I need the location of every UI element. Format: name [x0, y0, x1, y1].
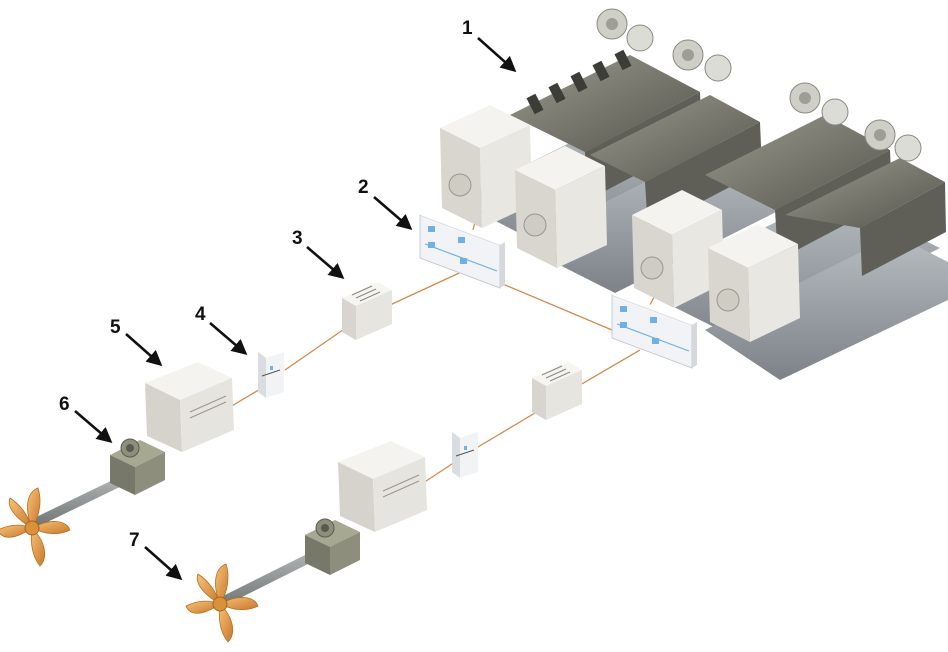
genset-c-generator-top: [632, 190, 722, 235]
transformer-starboard-vents: [541, 365, 571, 382]
callout-arrow-1: [477, 37, 517, 73]
transformer-starboard: [532, 362, 582, 420]
callout-arrow-7: [144, 546, 183, 581]
callout-labels: 1 2 3 4 5 6 7: [59, 18, 473, 551]
drive-starboard: [452, 426, 478, 478]
callouts: [74, 37, 517, 581]
callout-label-5: 5: [110, 317, 121, 338]
switchboard-port-indicators: [424, 226, 498, 272]
propeller-port: [0, 487, 71, 567]
cable-switchboard-to-transformer-port: [389, 267, 471, 306]
callout-arrow-6: [74, 410, 113, 444]
genset-b-turbochargers: [672, 39, 732, 82]
genset-group: [440, 8, 948, 380]
genset-d-base: [705, 235, 948, 380]
drive-port: [258, 346, 284, 398]
cable-switchboard-tie: [497, 281, 613, 331]
genset-a-engine: [510, 55, 700, 152]
thrust-bearing-starboard: [305, 518, 360, 575]
propeller-starboard: [185, 563, 259, 643]
genset-c-engine: [705, 115, 890, 210]
cable-transformer-to-drive-port: [284, 324, 351, 371]
genset-d: [705, 119, 948, 380]
cable-switchboard-to-transformer-stbd: [579, 349, 641, 386]
genset-c-generator-shaft: [640, 256, 664, 280]
genset-d-turbochargers: [864, 119, 922, 162]
genset-a-generator-top: [440, 105, 530, 148]
genset-d-generator-shaft: [716, 288, 740, 312]
genset-a-turbochargers: [596, 8, 654, 52]
callout-arrow-4: [209, 322, 248, 356]
genset-b-engine: [590, 95, 760, 182]
cable-transformer-to-drive-stbd: [477, 409, 541, 448]
propulsion-motor-starboard: [338, 441, 427, 532]
switchboard-starboard-indicators: [616, 306, 690, 352]
callout-arrow-3: [306, 246, 345, 280]
genset-d-engine: [785, 158, 945, 228]
genset-d-generator-side: [748, 244, 800, 342]
switchboard-starboard: [611, 292, 697, 369]
genset-b-generator-shaft: [523, 213, 547, 237]
callout-label-4: 4: [195, 304, 206, 325]
switchboard-port: [419, 212, 505, 289]
callout-label-7: 7: [129, 530, 140, 551]
transformer-port: [342, 282, 392, 340]
genset-a-generator-shaft: [448, 173, 472, 197]
genset-c-turbochargers: [789, 82, 849, 126]
power-cables: [224, 204, 661, 486]
propeller-shafts: [30, 462, 350, 608]
callout-label-2: 2: [358, 177, 369, 198]
propulsion-motor-port: [145, 362, 234, 452]
genset-b-generator-side: [555, 166, 607, 268]
thrust-bearing-port: [110, 438, 165, 495]
genset-d-generator-top: [708, 224, 798, 268]
callout-arrow-5: [125, 333, 163, 367]
genset-d-engine-side: [860, 182, 946, 276]
callout-label-3: 3: [292, 228, 303, 249]
transformer-port-vents: [351, 285, 381, 302]
callout-label-1: 1: [462, 18, 473, 39]
callout-arrow-2: [373, 196, 413, 231]
callout-label-6: 6: [59, 394, 70, 415]
genset-a-cylinders: [526, 49, 632, 115]
genset-b-generator-top: [515, 146, 605, 190]
